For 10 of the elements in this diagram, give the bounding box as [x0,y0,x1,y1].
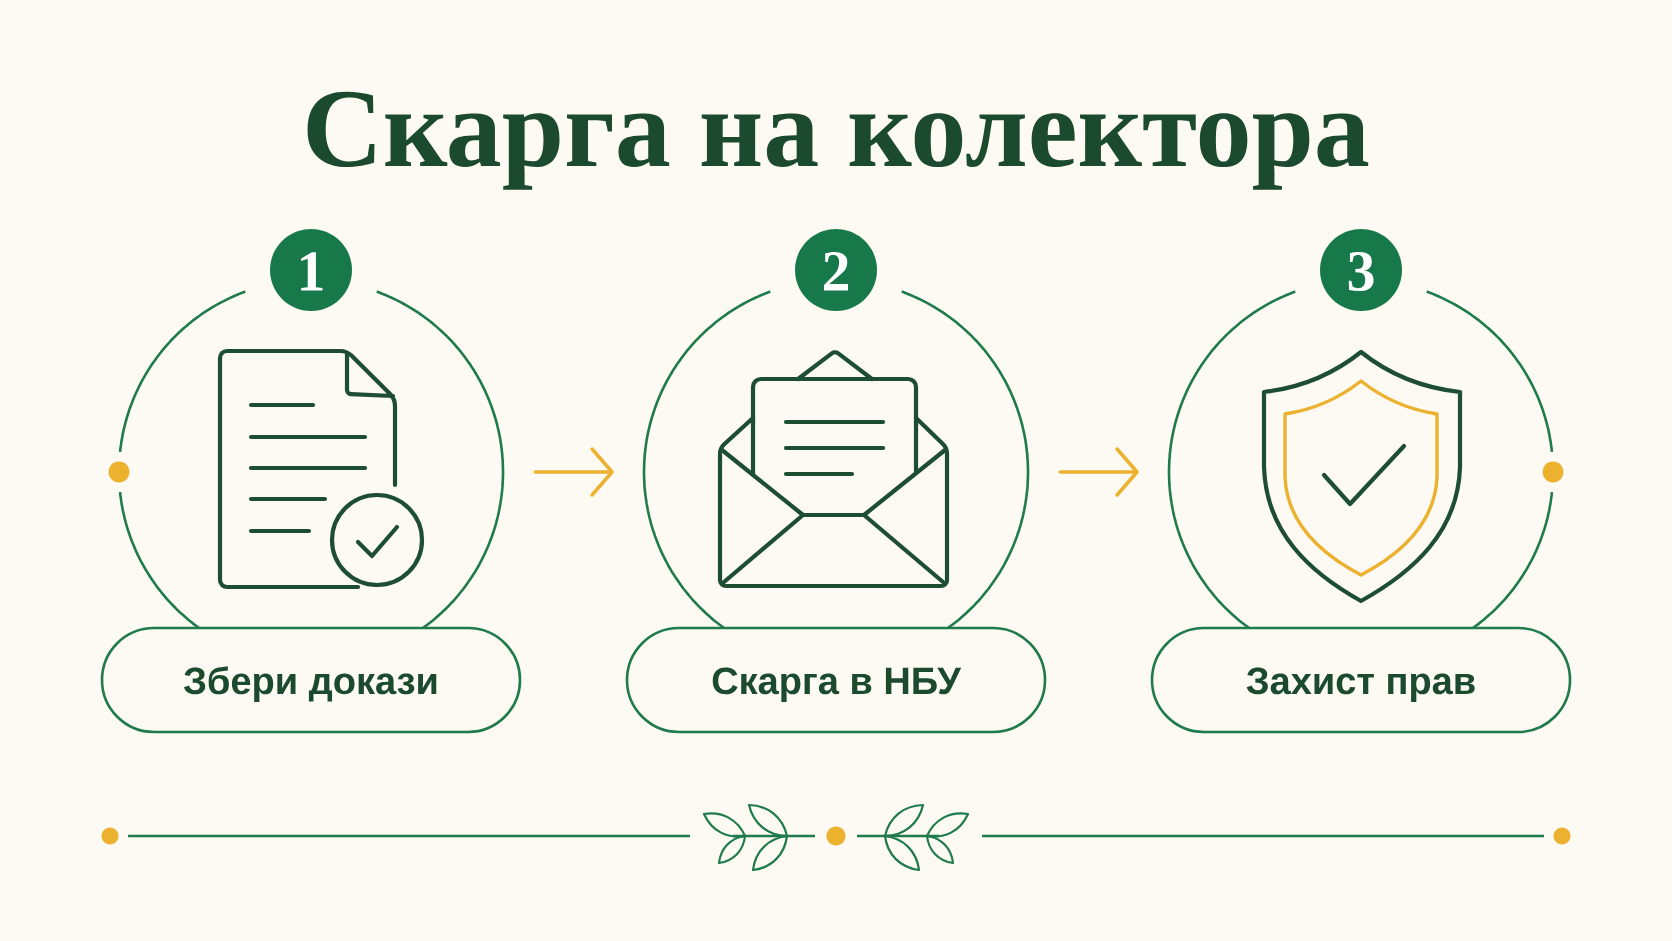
label-pill: Скарга в НБУ [625,626,1047,734]
step-circle [642,290,1030,630]
step-circle [118,290,505,630]
number-badge: 1 [270,229,352,311]
label-pill: Захист прав [1150,626,1572,734]
title: Скарга на колектора [307,91,1369,190]
label-pill: Збери докази [100,626,522,734]
number-badge: 2 [795,229,877,311]
step-circle [1167,290,1554,630]
number-badge: 3 [1320,229,1402,311]
